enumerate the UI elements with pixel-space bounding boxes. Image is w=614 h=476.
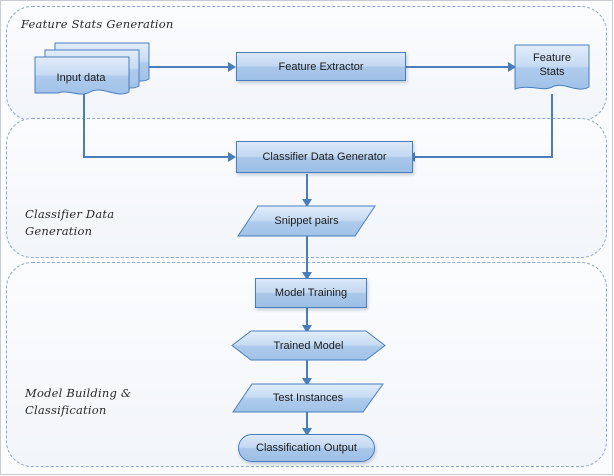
edge-model-training-to-trained-model-arrowhead [302, 325, 312, 333]
edge-feature-extractor-to-feature-stats-arrowhead [508, 62, 516, 72]
edge-input-data-to-classifier-run [83, 156, 234, 158]
snippet-pairs-parallelogram-shape [237, 205, 376, 237]
edge-test-instances-to-classification-output-arrowhead [302, 428, 312, 436]
group-label-feature-stats-generation: Feature Stats Generation [21, 17, 174, 31]
edge-trained-model-to-test-instances-arrowhead [302, 378, 312, 386]
edge-snippet-pairs-to-model-training-arrowhead [302, 272, 312, 280]
test-instances-parallelogram-shape [232, 383, 384, 413]
edge-input-data-to-classifier-arrowhead [228, 152, 236, 162]
feature-stats-document-shape [514, 44, 590, 90]
node-classifier-data-generator-label: Classifier Data Generator [262, 151, 387, 163]
node-snippet-pairs[interactable]: Snippet pairs [237, 205, 376, 237]
group-label-classifier-data-generation: Classifier Data Generation [25, 207, 115, 238]
edge-model-training-to-trained-model-line [306, 307, 308, 331]
node-feature-stats[interactable]: Feature Stats [514, 44, 590, 96]
node-model-training[interactable]: Model Training [255, 278, 367, 308]
node-feature-extractor[interactable]: Feature Extractor [236, 52, 406, 81]
edge-feature-extractor-to-feature-stats-line [406, 66, 512, 68]
edge-feature-stats-to-classifier-drop [551, 94, 553, 158]
edge-input-data-to-classifier-drop [83, 93, 85, 158]
group-label-model-building-classification: Model Building & Classification [25, 386, 132, 417]
node-classification-output-label: Classification Output [256, 442, 357, 454]
edge-input-data-to-feature-extractor-line [148, 66, 234, 68]
edge-feature-stats-to-classifier-run [413, 156, 553, 158]
input-data-stack-shape [34, 42, 150, 95]
node-feature-extractor-label: Feature Extractor [278, 60, 364, 73]
node-test-instances[interactable]: Test Instances [232, 383, 384, 413]
edge-classifier-to-snippet-pairs-line [306, 174, 308, 203]
edge-test-instances-to-classification-output-line [306, 412, 308, 434]
node-classification-output[interactable]: Classification Output [238, 434, 375, 462]
node-trained-model[interactable]: Trained Model [231, 330, 386, 361]
node-model-training-label: Model Training [274, 287, 348, 299]
edge-input-data-to-feature-extractor-arrowhead [228, 62, 236, 72]
edge-classifier-to-snippet-pairs-arrowhead [302, 199, 312, 207]
node-input-data[interactable]: Input data [34, 42, 152, 98]
edge-snippet-pairs-to-model-training-line [306, 236, 308, 280]
trained-model-hexagon-shape [231, 330, 386, 361]
edge-trained-model-to-test-instances-line [306, 360, 308, 384]
node-classifier-data-generator[interactable]: Classifier Data Generator [236, 141, 413, 173]
